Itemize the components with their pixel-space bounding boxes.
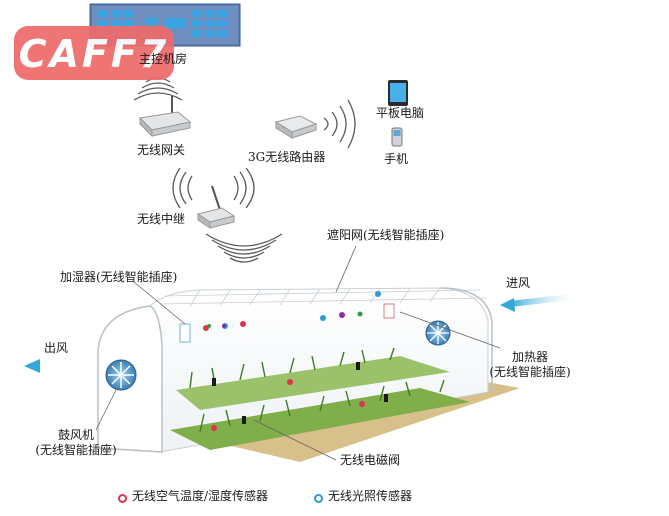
label-heater: 加热器 (无线智能插座) xyxy=(480,350,580,380)
solenoid-valve xyxy=(212,362,388,424)
heater-device xyxy=(383,303,395,319)
humidifier-device xyxy=(179,323,191,343)
legend-swatch-temp xyxy=(118,494,127,503)
air-out-arrow xyxy=(24,359,100,373)
wifi-icon xyxy=(133,77,183,101)
label-wireless-relay: 无线中继 xyxy=(137,212,186,226)
label-blower: 鼓风机 (无线智能插座) xyxy=(24,428,128,458)
relay-icon xyxy=(196,185,236,229)
label-blower-line2: (无线智能插座) xyxy=(35,443,117,457)
temp-humidity-sensor xyxy=(203,321,365,431)
label-humidifier: 加湿器(无线智能插座) xyxy=(60,270,178,284)
label-solenoid-valve: 无线电磁阀 xyxy=(340,453,401,467)
label-wireless-gateway: 无线网关 xyxy=(137,143,186,157)
label-3g-router: 3G无线路由器 xyxy=(248,150,326,164)
tablet-icon xyxy=(388,80,408,106)
greenhouse xyxy=(97,287,493,453)
legend-label-temp: 无线空气温度/湿度传感器 xyxy=(132,489,269,503)
legend-label-light: 无线光照传感器 xyxy=(328,489,413,503)
fan-icon xyxy=(105,359,137,391)
wifi-icon xyxy=(172,167,255,209)
logo: CAFF7 xyxy=(14,26,174,80)
label-shade-net: 遮阳网(无线智能插座) xyxy=(327,228,445,242)
air-in-arrow xyxy=(500,293,581,312)
leader-lines xyxy=(95,245,501,461)
router-3g-icon xyxy=(274,115,318,139)
label-air-out: 出风 xyxy=(44,341,69,355)
label-blower-line1: 鼓风机 xyxy=(57,428,94,442)
legend-swatch-light xyxy=(314,494,323,503)
label-heater-line1: 加热器 xyxy=(511,350,548,364)
label-air-in: 进风 xyxy=(506,276,531,290)
label-tablet: 平板电脑 xyxy=(376,106,425,120)
router-icon xyxy=(138,96,192,138)
logo-text: CAFF7 xyxy=(18,32,170,76)
wifi-icon xyxy=(323,99,356,149)
wifi-icon xyxy=(205,233,283,263)
label-heater-line2: (无线智能插座) xyxy=(489,365,571,379)
label-control-room: 主控机房 xyxy=(139,52,188,66)
label-phone: 手机 xyxy=(384,152,409,166)
fan-icon xyxy=(425,320,451,346)
phone-icon xyxy=(391,127,403,147)
